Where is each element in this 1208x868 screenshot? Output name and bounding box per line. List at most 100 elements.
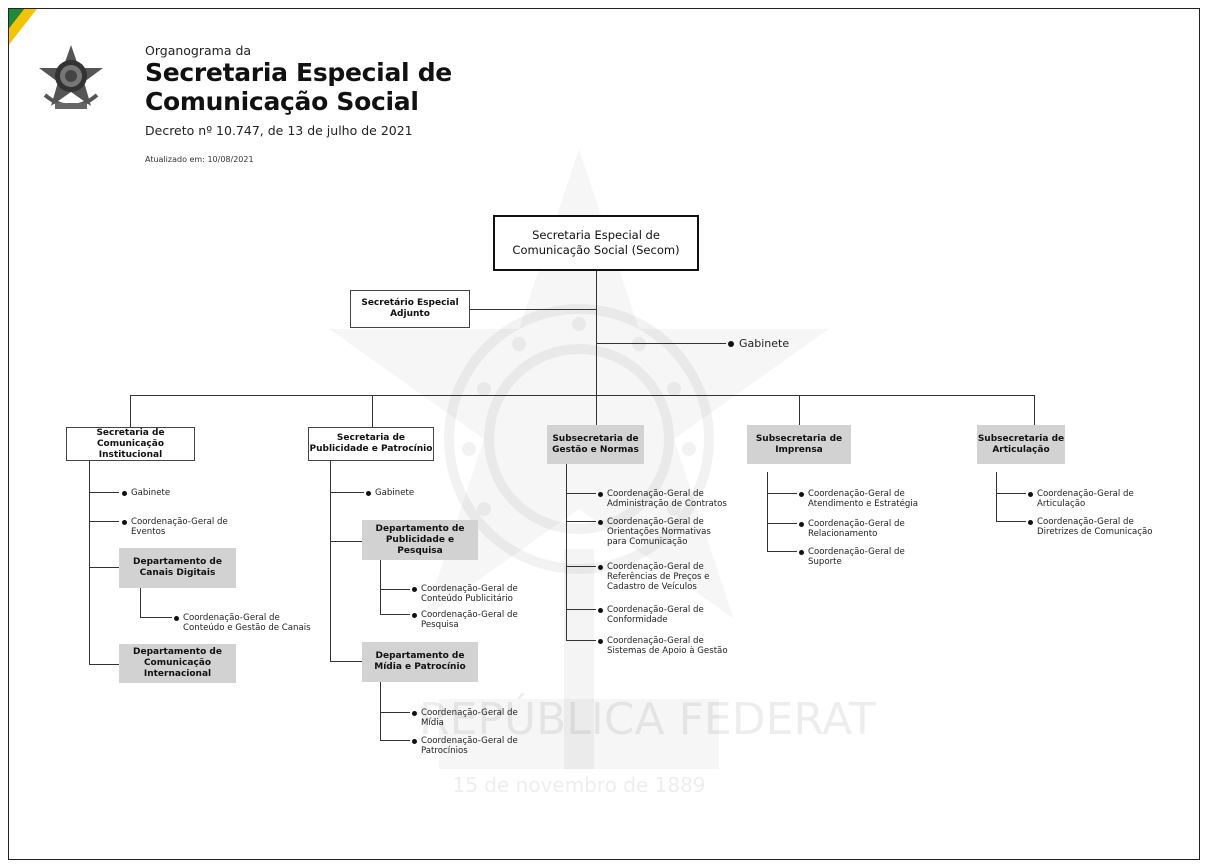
sar-item: Coordenação-Geral de Articulação [1028, 489, 1134, 509]
sci-dep-internacional-box: Departamento de Comunicação Internaciona… [119, 644, 236, 683]
connector [596, 271, 597, 395]
sar-line1: Subsecretaria de [977, 433, 1065, 444]
adjunto-line1: Secretário Especial [361, 298, 459, 308]
sci-dep1-item-label: Conteúdo e Gestão de Canais [183, 623, 311, 633]
spp-dep1-item: Coordenação-Geral de Conteúdo Publicitár… [412, 584, 518, 604]
sgn-item: Coordenação-Geral de Administração de Co… [598, 489, 727, 509]
sci-item-eventos: Coordenação-Geral de Eventos [122, 517, 228, 537]
sci-item-label: Eventos [131, 527, 166, 537]
sgn-item-label: Referências de Preços e [607, 572, 710, 582]
spp-dep1-item-label: Conteúdo Publicitário [421, 594, 513, 604]
sim-item: Coordenação-Geral de Suporte [799, 547, 905, 567]
sci-item-gabinete: Gabinete [122, 488, 170, 498]
spp-dep-publicidade-box: Departamento de Publicidade e Pesquisa [362, 520, 478, 560]
watermark-text: REPÚBLICA FEDERATIVA DO BRASIL [419, 692, 879, 745]
sci-dep2-line3: Internacional [143, 669, 212, 679]
spp-dep2-line2: Mídia e Patrocínio [374, 662, 466, 672]
connector [372, 395, 373, 427]
spp-dep2-item: Coordenação-Geral de Mídia [412, 708, 518, 728]
sci-dep1-item-label: Coordenação-Geral de [183, 613, 280, 623]
connector [1034, 395, 1035, 427]
connector [996, 521, 1026, 522]
watermark-date: 15 de novembro de 1889 [452, 773, 705, 797]
sim-item-label: Coordenação-Geral de [808, 489, 905, 499]
sci-dep2-line2: Comunicação [143, 658, 212, 668]
connector [996, 493, 1026, 494]
gabinete-item: Gabinete [728, 338, 789, 350]
sgn-item-label: Cadastro de Veículos [607, 582, 697, 592]
connector [767, 523, 797, 524]
spp-line1: Secretaria de [336, 433, 406, 443]
gabinete-label: Gabinete [739, 337, 790, 350]
connector [470, 309, 596, 310]
spp-dep2-item-label: Mídia [421, 718, 444, 728]
root-unit-line1: Secretaria Especial de [532, 228, 660, 242]
spp-dep-midia-box: Departamento de Mídia e Patrocínio [362, 642, 478, 682]
sgn-item-label: Coordenação-Geral de [607, 489, 704, 499]
connector [566, 640, 596, 641]
connector [566, 493, 596, 494]
sim-item: Coordenação-Geral de Atendimento e Estra… [799, 489, 918, 509]
spp-dep1-item-label: Coordenação-Geral de [421, 584, 518, 594]
sar-item-label: Coordenação-Geral de [1037, 489, 1134, 499]
sci-dep1-item: Coordenação-Geral de Conteúdo e Gestão d… [174, 613, 311, 633]
sgn-item-label: para Comunicação [607, 537, 688, 547]
sci-item-label: Coordenação-Geral de [131, 517, 228, 527]
connector [89, 664, 119, 665]
connector [380, 681, 381, 741]
spp-dep2-item-label: Coordenação-Geral de [421, 708, 518, 718]
sci-item-label: Gabinete [131, 488, 171, 498]
sar-item: Coordenação-Geral de Diretrizes de Comun… [1028, 517, 1153, 537]
spp-box: Secretaria de Publicidade e Patrocínio [308, 427, 434, 461]
sar-box: Subsecretaria de Articulação [977, 425, 1065, 464]
connector [130, 395, 1034, 396]
spp-dep1-line1: Departamento de [375, 523, 465, 534]
connector [799, 395, 800, 427]
connector [330, 541, 362, 542]
connector [767, 551, 797, 552]
sgn-line2: Gestão e Normas [552, 444, 639, 455]
sgn-line1: Subsecretaria de [552, 433, 639, 444]
header-title-line1: Secretaria Especial de [145, 58, 452, 87]
sci-dep1-line1: Departamento de [133, 557, 222, 567]
sgn-item-label: Orientações Normativas [607, 527, 711, 537]
sci-line1: Secretaria de [96, 427, 165, 438]
connector [330, 460, 331, 662]
spp-dep1-line2: Publicidade e Pesquisa [385, 534, 455, 556]
org-chart-page: Organograma da Secretaria Especial de Co… [8, 8, 1200, 860]
connector [330, 661, 362, 662]
sci-dep1-line2: Canais Digitais [139, 568, 216, 578]
connector [380, 589, 410, 590]
connector [380, 559, 381, 615]
root-unit-line2: Comunicação Social (Secom) [512, 243, 680, 257]
connector [89, 492, 119, 493]
connector [566, 566, 596, 567]
watermark-arms: REPÚBLICA FEDERATIVA DO BRASIL 15 de nov… [419, 304, 879, 797]
sgn-item-label: Coordenação-Geral de [607, 605, 704, 615]
sim-line1: Subsecretaria de [755, 433, 843, 444]
connector [89, 567, 119, 568]
sgn-item-label: Administração de Contratos [607, 499, 727, 509]
sar-item-label: Diretrizes de Comunicação [1037, 527, 1153, 537]
sim-box: Subsecretaria de Imprensa [747, 425, 851, 464]
sgn-item: Coordenação-Geral de Orientações Normati… [598, 517, 711, 547]
sar-item-label: Articulação [1037, 499, 1086, 509]
sim-item-label: Relacionamento [808, 529, 878, 539]
spp-dep2-item-label: Coordenação-Geral de [421, 736, 518, 746]
sar-item-label: Coordenação-Geral de [1037, 517, 1134, 527]
connector [89, 521, 119, 522]
connector [767, 493, 797, 494]
coat-of-arms-icon [39, 45, 103, 109]
spp-dep2-item: Coordenação-Geral de Patrocínios [412, 736, 518, 756]
spp-item-gabinete: Gabinete [366, 488, 414, 498]
sim-item-label: Atendimento e Estratégia [808, 499, 918, 509]
sgn-item-label: Sistemas de Apoio à Gestão [607, 646, 728, 656]
sar-line2: Articulação [992, 444, 1050, 455]
spp-dep2-line1: Departamento de [375, 651, 465, 661]
connector [330, 492, 364, 493]
connector [566, 521, 596, 522]
header-decree: Decreto nº 10.747, de 13 de julho de 202… [145, 123, 413, 138]
connector [380, 712, 410, 713]
adjunto-box: Secretário Especial Adjunto [350, 290, 470, 328]
spp-dep1-item-label: Pesquisa [421, 620, 459, 630]
